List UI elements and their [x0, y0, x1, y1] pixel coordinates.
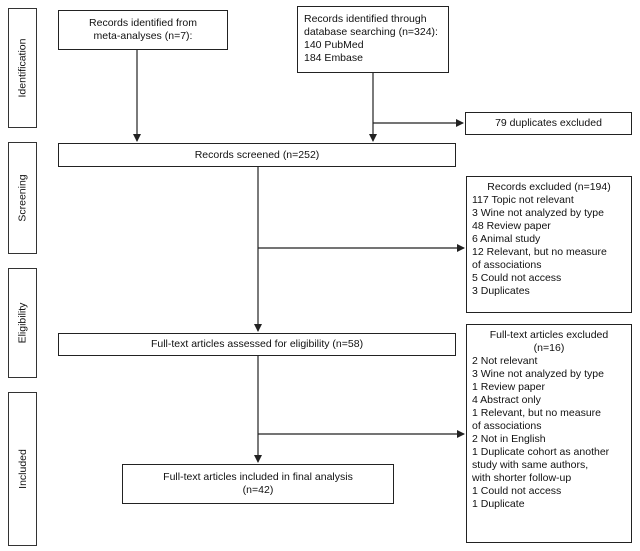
excluded2-line-5: 1 Relevant, but no measure [472, 407, 601, 419]
meta-line-1: Records identified from [89, 17, 197, 29]
box-database-search: Records identified through database sear… [297, 6, 449, 73]
included-line-1: Full-text articles included in final ana… [163, 471, 353, 483]
duplicates-text: 79 duplicates excluded [495, 117, 602, 129]
box-fulltext-assessed: Full-text articles assessed for eligibil… [58, 333, 456, 356]
excluded2-title-1: Full-text articles excluded [489, 329, 609, 341]
phase-screening: Screening [8, 142, 37, 254]
excluded1-line-7: 5 Could not access [472, 272, 562, 284]
box-included-final: Full-text articles included in final ana… [122, 464, 394, 504]
phase-included: Included [8, 392, 37, 546]
fulltext-text: Full-text articles assessed for eligibil… [150, 338, 364, 350]
database-line-4: 184 Embase [304, 52, 363, 64]
excluded1-line-1: 117 Topic not relevant [472, 194, 574, 206]
box-records-screened: Records screened (n=252) [58, 143, 456, 167]
excluded1-line-8: 3 Duplicates [472, 285, 530, 297]
excluded1-line-5: 12 Relevant, but no measure [472, 246, 607, 258]
box-records-excluded: Records excluded (n=194) 117 Topic not r… [466, 176, 632, 313]
screened-text: Records screened (n=252) [194, 148, 320, 161]
excluded2-title-2: (n=16) [533, 342, 565, 354]
database-line-2: database searching (n=324): [304, 26, 438, 38]
excluded2-line-6: of associations [472, 420, 542, 432]
excluded2-line-1: 2 Not relevant [472, 355, 538, 367]
database-line-3: 140 PubMed [304, 39, 364, 51]
excluded1-line-2: 3 Wine not analyzed by type [472, 207, 604, 219]
excluded2-line-3: 1 Review paper [472, 381, 545, 393]
excluded2-line-2: 3 Wine not analyzed by type [472, 368, 604, 380]
excluded2-line-12: 1 Duplicate [472, 498, 525, 510]
excluded2-line-4: 4 Abstract only [472, 394, 541, 406]
excluded1-title: Records excluded (n=194) [487, 181, 611, 193]
excluded1-line-6: of associations [472, 259, 542, 271]
phase-eligibility: Eligibility [8, 268, 37, 378]
excluded1-line-4: 6 Animal study [472, 233, 541, 245]
box-duplicates-excluded: 79 duplicates excluded [465, 112, 632, 135]
excluded2-line-9: study with same authors, [472, 459, 589, 471]
excluded1-line-3: 48 Review paper [472, 220, 551, 232]
box-meta-analyses: Records identified from meta-analyses (n… [58, 10, 228, 50]
meta-line-2: meta-analyses (n=7): [93, 30, 193, 42]
phase-identification: Identification [8, 8, 37, 128]
database-line-1: Records identified through [304, 13, 427, 25]
box-fulltext-excluded: Full-text articles excluded (n=16) 2 Not… [466, 324, 632, 543]
excluded2-line-11: 1 Could not access [472, 485, 562, 497]
excluded2-line-8: 1 Duplicate cohort as another [472, 446, 610, 458]
excluded2-line-10: with shorter follow-up [472, 472, 572, 484]
included-line-2: (n=42) [242, 484, 274, 496]
excluded2-line-7: 2 Not in English [472, 433, 546, 445]
